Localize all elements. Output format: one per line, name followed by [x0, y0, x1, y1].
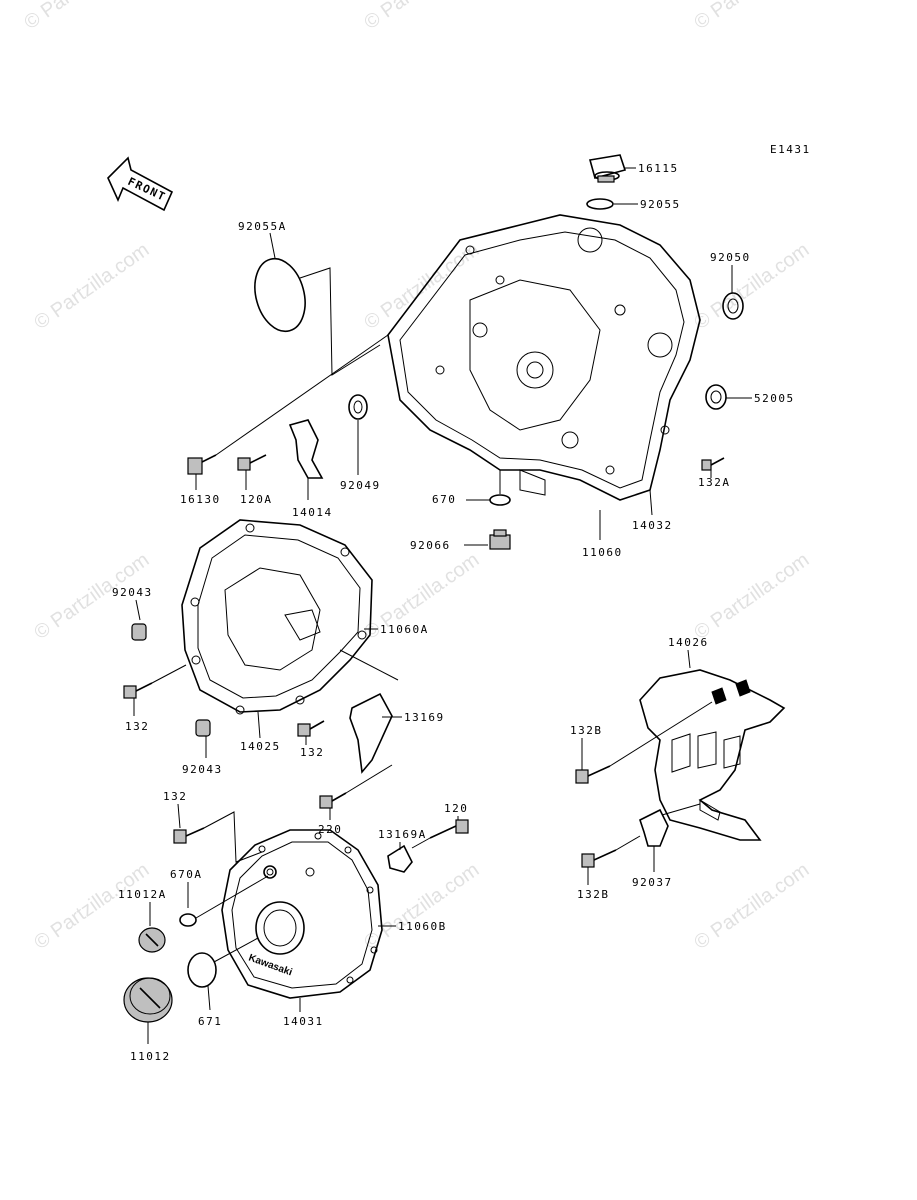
watermark: © Partzilla.com	[30, 239, 153, 334]
watermark: © Partzilla.com	[690, 549, 813, 644]
part-label: 132A	[698, 476, 731, 489]
front-arrow-icon: FRONT	[107, 156, 174, 212]
part-label: 11060B	[398, 920, 447, 933]
bolt-icon	[429, 819, 469, 839]
bolt-icon	[123, 682, 153, 699]
part-label: 670	[432, 493, 456, 506]
part-label: 16130	[180, 493, 221, 506]
part-label: 14031	[283, 1015, 324, 1028]
part-label: 52005	[754, 392, 795, 405]
part-label: 671	[198, 1015, 222, 1028]
watermark: © Partzilla.com	[360, 0, 483, 34]
clutch-cover-icon	[387, 214, 701, 501]
watermarks: © Partzilla.com © Partzilla.com © Partzi…	[20, 0, 813, 954]
part-label: 13169A	[378, 828, 427, 841]
part-label: 120A	[240, 493, 273, 506]
fitting-icon	[187, 454, 217, 475]
cap-icon	[123, 977, 173, 1023]
watermark: © Partzilla.com	[360, 239, 483, 334]
part-label: 132B	[570, 724, 603, 737]
oil-seal-icon	[722, 292, 744, 320]
watermark: © Partzilla.com	[30, 859, 153, 954]
part-label: 120	[444, 802, 468, 815]
bolt-icon	[319, 792, 347, 809]
oil-filler-cap-icon	[588, 154, 627, 183]
watermark: © Partzilla.com	[20, 0, 143, 34]
oil-seal-icon	[348, 394, 368, 420]
part-label: 11060A	[380, 623, 429, 636]
part-label: 92043	[112, 586, 153, 599]
part-label: 11060	[582, 546, 623, 559]
part-label: 13169	[404, 711, 445, 724]
part-label: 92049	[340, 479, 381, 492]
dowel-pin-icon	[131, 623, 147, 641]
bolt-icon	[173, 827, 205, 844]
cover-logo: Kawasaki	[247, 952, 294, 978]
bolt-icon	[297, 720, 325, 737]
part-label: 11012A	[118, 888, 167, 901]
guide-icon	[387, 844, 413, 873]
part-label: 11012	[130, 1050, 171, 1063]
chain-guide-icon	[349, 692, 393, 774]
part-label: 92037	[632, 876, 673, 889]
part-label: 92043	[182, 763, 223, 776]
part-label: 14032	[632, 519, 673, 532]
watermark: © Partzilla.com	[690, 859, 813, 954]
o-ring-icon	[179, 913, 197, 927]
part-label: 16115	[638, 162, 679, 175]
part-label: 92066	[410, 539, 451, 552]
generator-cover-gasket-icon	[181, 519, 373, 715]
part-label: 14025	[240, 740, 281, 753]
dowel-pin-icon	[195, 719, 211, 737]
sprocket-cover-icon	[639, 669, 786, 841]
part-label: 132	[163, 790, 187, 803]
diagram-id-label: E1431	[770, 143, 811, 156]
part-label: 132B	[577, 888, 610, 901]
part-label: 92050	[710, 251, 751, 264]
o-ring-icon	[187, 952, 217, 988]
drain-plug-icon	[489, 529, 511, 550]
watermark: © Partzilla.com	[690, 0, 813, 34]
part-label: 132	[125, 720, 149, 733]
part-label: 670A	[170, 868, 203, 881]
part-label: 92055A	[238, 220, 287, 233]
o-ring-icon	[586, 198, 614, 210]
bolt-icon	[701, 457, 725, 471]
large-o-ring-icon	[254, 257, 306, 333]
bolt-icon	[575, 765, 611, 784]
part-label: 132	[300, 746, 324, 759]
part-label: 14026	[668, 636, 709, 649]
bolt-icon	[237, 454, 267, 471]
oil-seal-icon	[705, 384, 727, 410]
plate-icon	[288, 419, 324, 479]
clip-icon	[639, 808, 669, 847]
cap-icon	[138, 927, 166, 953]
part-label: 14014	[292, 506, 333, 519]
part-label: 92055	[640, 198, 681, 211]
watermark: © Partzilla.com	[690, 239, 813, 334]
bolt-icon	[581, 849, 617, 868]
generator-outer-cover-icon: Kawasaki	[221, 829, 383, 999]
o-ring-icon	[489, 494, 511, 506]
